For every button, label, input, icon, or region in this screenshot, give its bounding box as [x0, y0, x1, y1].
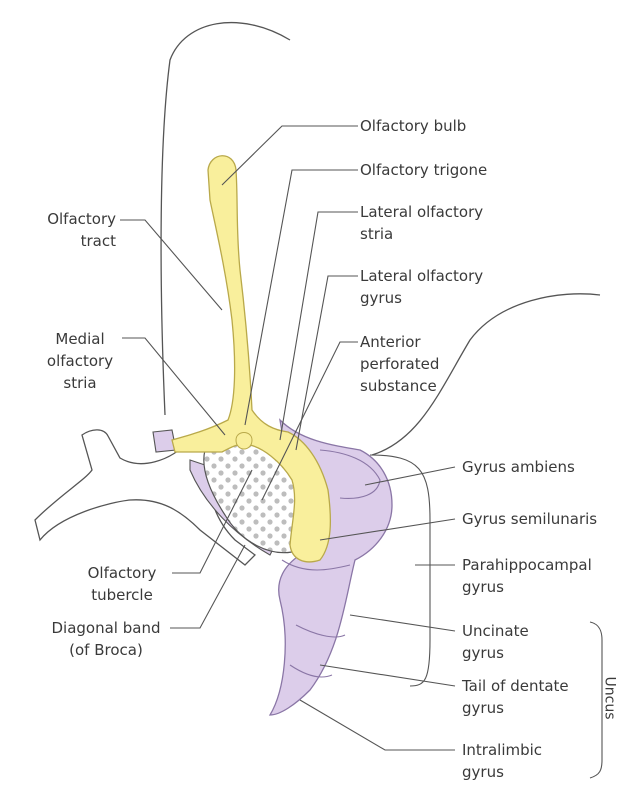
label-olfactory-bulb: Olfactory bulb [360, 115, 466, 137]
leader-tail-dentate [320, 665, 455, 686]
label-medial-olfactory-stria: Medial olfactory stria [40, 328, 120, 394]
leader-medial-stria [122, 338, 225, 435]
label-gyrus-semilunaris: Gyrus semilunaris [462, 508, 597, 530]
olfactory-trigone [236, 433, 252, 450]
leader-lateral-gyrus [296, 276, 358, 450]
label-intralimbic-gyrus: Intralimbic gyrus [462, 739, 542, 783]
label-anterior-perforated-substance: Anterior perforated substance [360, 331, 439, 397]
label-olfactory-trigone: Olfactory trigone [360, 159, 487, 181]
leader-olfactory-tract [120, 220, 222, 310]
leader-olfactory-trigone [245, 170, 358, 425]
leader-olfactory-bulb [222, 126, 358, 185]
label-diagonal-band: Diagonal band (of Broca) [36, 617, 176, 661]
label-parahippocampal-gyrus: Parahippocampal gyrus [462, 554, 592, 598]
label-gyrus-ambiens: Gyrus ambiens [462, 456, 575, 478]
label-lateral-olfactory-stria: Lateral olfactory stria [360, 201, 483, 245]
label-lateral-olfactory-gyrus: Lateral olfactory gyrus [360, 265, 483, 309]
label-uncus: Uncus [601, 677, 617, 720]
label-olfactory-tract: Olfactory tract [20, 208, 116, 252]
leader-intralimbic [300, 700, 455, 750]
label-olfactory-tubercle: Olfactory tubercle [72, 562, 172, 606]
label-tail-of-dentate-gyrus: Tail of dentate gyrus [462, 675, 569, 719]
bracket-uncus [590, 622, 602, 778]
label-uncinate-gyrus: Uncinate gyrus [462, 620, 529, 664]
leader-uncinate [350, 615, 455, 631]
